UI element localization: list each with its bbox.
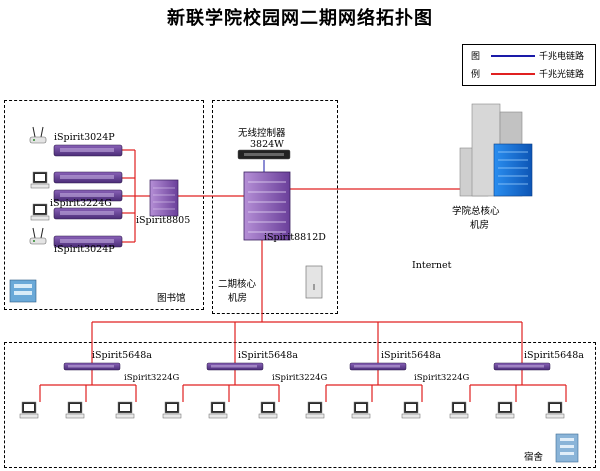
fiber-links [39, 149, 567, 402]
wireless-controller-model: 3824W [250, 139, 284, 150]
dorm-access-switch-label: iSpirit3224G [414, 373, 470, 383]
dorm-agg-switch-label: iSpirit5648a [238, 350, 298, 361]
dorm-region-label: 宿舍 [524, 452, 544, 463]
legend-copper-line [491, 55, 535, 57]
library-region [4, 100, 204, 310]
dorm-agg-switch [349, 362, 407, 371]
computer-icon [208, 401, 228, 419]
computer-icon [162, 401, 182, 419]
dorm-region [4, 342, 596, 468]
wireless-controller-label: 无线控制器 [238, 128, 286, 139]
computer-icon [19, 401, 39, 419]
wireless-controller-device [237, 149, 291, 160]
dorm-access-switch-label: iSpirit3224G [124, 373, 180, 383]
computer-icon [449, 401, 469, 419]
computer-icon [258, 401, 278, 419]
computer-icon [351, 401, 371, 419]
internet-label: Internet [412, 260, 452, 271]
legend: 图 例 千兆电链路 千兆光链路 [462, 44, 596, 86]
library-switch [53, 207, 123, 220]
computer-icon [495, 401, 515, 419]
campus-core-label-2: 机房 [470, 220, 490, 231]
core-room-region [212, 100, 338, 314]
dorm-agg-switch-label: iSpirit5648a [524, 350, 584, 361]
legend-fiber-line [491, 73, 535, 75]
computer-icon [30, 203, 50, 221]
campus-core-label-1: 学院总核心 [452, 206, 500, 217]
library-switch [53, 171, 123, 184]
computer-icon [115, 401, 135, 419]
library-switch-c-label: iSpirit3024P [54, 244, 115, 255]
core-switch-label: iSpirit8812D [264, 232, 326, 243]
server-cabinet-icon [305, 265, 323, 299]
legend-title-top: 图 [471, 52, 481, 62]
dorm-agg-switch-label: iSpirit5648a [381, 350, 441, 361]
core-switch-8812d [243, 171, 291, 241]
dorm-agg-switch-label: iSpirit5648a [92, 350, 152, 361]
computer-icon [30, 171, 50, 189]
core-room-label-2: 机房 [228, 293, 248, 304]
diagram-title: 新联学院校园网二期网络拓扑图 [167, 8, 433, 29]
library-core-label: iSpirit8805 [136, 215, 191, 226]
dorm-access-switch-label: iSpirit3224G [272, 373, 328, 383]
computer-icon [545, 401, 565, 419]
computer-icon [305, 401, 325, 419]
computer-icon [65, 401, 85, 419]
campus-core-building-icon [459, 103, 533, 197]
library-switch-a-label: iSpirit3024P [54, 132, 115, 143]
wireless-ap-icon [29, 227, 47, 245]
library-core-switch [149, 179, 179, 217]
legend-fiber-label: 千兆光链路 [539, 70, 585, 80]
library-switch-a [53, 144, 123, 157]
computer-icon [401, 401, 421, 419]
library-switch-b-label: iSpirit3224G [50, 198, 112, 209]
legend-copper-label: 千兆电链路 [539, 52, 585, 62]
dorm-building-icon [555, 433, 579, 463]
core-room-label-1: 二期核心 [218, 279, 257, 290]
library-region-label: 图书馆 [157, 293, 186, 304]
library-building-icon [9, 279, 37, 303]
dorm-agg-switch [63, 362, 121, 371]
dorm-agg-switch [206, 362, 264, 371]
legend-title-bottom: 例 [471, 70, 481, 80]
wireless-ap-icon [29, 126, 47, 144]
dorm-agg-switch [493, 362, 551, 371]
